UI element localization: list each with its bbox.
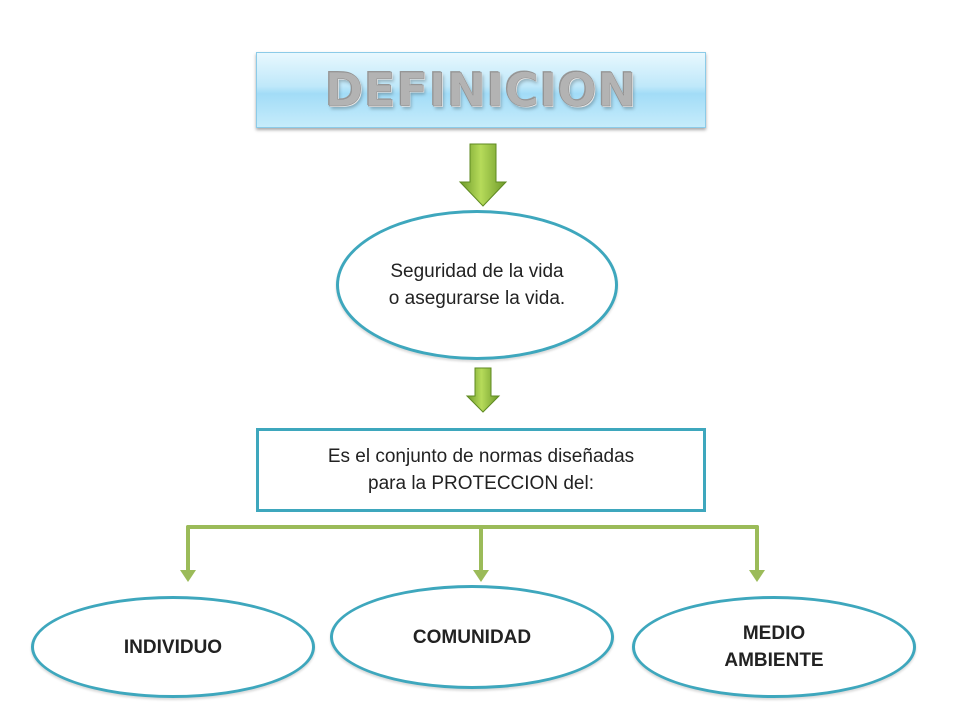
comunidad-label: COMUNIDAD — [412, 626, 532, 648]
down-arrow-2 — [465, 367, 501, 413]
arrowhead-comunidad — [473, 570, 489, 582]
branch-arrowheads — [180, 570, 765, 582]
arrowhead-individuo — [180, 570, 196, 582]
individuo-ellipse: INDIVIDUO — [31, 596, 315, 698]
definition-text: Seguridad de la vida o asegurarse la vid… — [388, 261, 566, 309]
comunidad-ellipse: COMUNIDAD — [330, 585, 614, 689]
norms-line-1: Es el conjunto de normas diseñadas — [327, 446, 635, 467]
norms-line-2: para la PROTECCION del: — [368, 473, 594, 494]
ambiente-label: AMBIENTE — [724, 650, 824, 671]
down-arrow-1 — [458, 143, 508, 207]
definition-ellipse: Seguridad de la vida o asegurarse la vid… — [336, 210, 618, 360]
medio-label: MEDIO — [742, 623, 806, 644]
medio-ambiente-ellipse: MEDIO AMBIENTE — [632, 596, 916, 698]
norms-box: Es el conjunto de normas diseñadas para … — [256, 428, 706, 512]
individuo-label: INDIVIDUO — [123, 636, 223, 658]
arrowhead-medio-ambiente — [749, 570, 765, 582]
medio-ambiente-label: MEDIO AMBIENTE — [724, 620, 823, 674]
norms-text: Es el conjunto de normas diseñadas para … — [328, 443, 634, 497]
branch-connector — [186, 525, 759, 574]
title-box: DEFINICION — [256, 52, 706, 128]
title-text: DEFINICION — [324, 63, 638, 118]
